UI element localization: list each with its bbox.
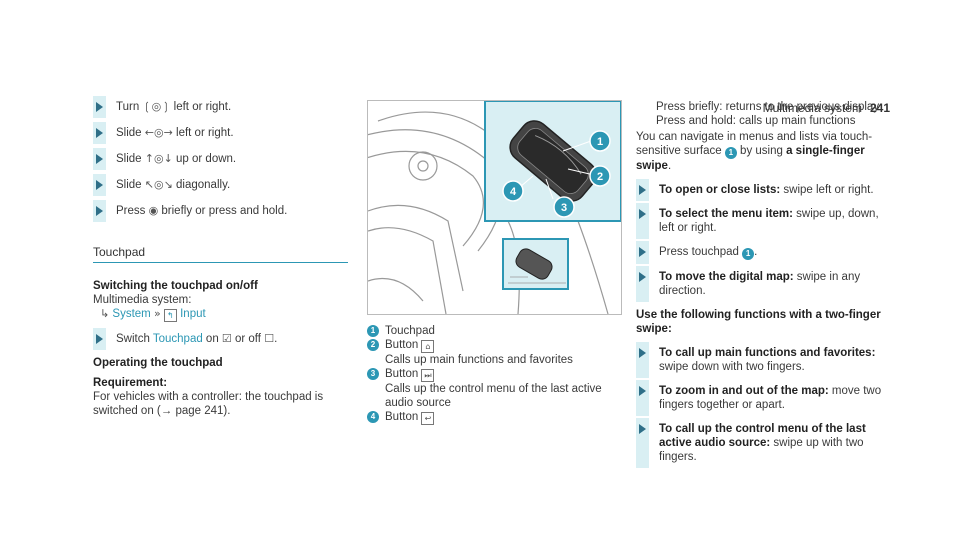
press-brief-text: Press briefly: returns to the previous d… <box>656 101 880 113</box>
press-hold-text: Press and hold: calls up main functions <box>656 115 856 127</box>
svg-text:4: 4 <box>510 186 517 198</box>
svg-text:2: 2 <box>597 171 603 183</box>
controller-turn-icon: ❲◎❳ <box>142 100 171 113</box>
step-arrow-icon <box>96 334 103 344</box>
step-slide-lr: Slide ←◎→ left or right. <box>93 122 348 144</box>
checkbox-on-icon: ☑ <box>221 332 232 345</box>
svg-text:1: 1 <box>597 136 603 148</box>
menu-path-label: Multimedia system: <box>93 294 192 306</box>
operating-title: Operating the touchpad <box>93 357 223 369</box>
touchpad-figure: 1 2 3 4 <box>367 100 622 315</box>
step-arrow-icon <box>96 102 103 112</box>
callout-3: 3 <box>553 196 575 218</box>
step-arrow-icon <box>639 247 646 257</box>
step-switch-touchpad: Switch Touchpad on ☑ or off ☐. <box>93 328 348 350</box>
callout-badge: 1 <box>724 147 737 159</box>
two-finger-steps: To call up main functions and favorites:… <box>636 342 896 468</box>
path-arrow-icon: ↳ <box>100 307 110 320</box>
back-icon: ↩ <box>421 412 435 425</box>
touchpad-link[interactable]: Touchpad <box>152 333 203 345</box>
controller-steps: Turn ❲◎❳ left or right. Slide ←◎→ left o… <box>93 96 348 222</box>
step-arrow-icon <box>639 348 646 358</box>
input-icon: ↰ <box>163 309 177 322</box>
callout-badge: 2 <box>367 339 379 351</box>
checkbox-off-icon: ☐ <box>264 332 275 345</box>
requirement-text: For vehicles with a controller: the touc… <box>93 391 324 417</box>
callout-badge: 4 <box>367 411 379 423</box>
controller-press-icon: ◉ <box>148 204 159 217</box>
section-rule <box>93 262 348 263</box>
step-select-menu-item: To select the menu item: swipe up, down,… <box>636 203 896 239</box>
step-arrow-icon <box>639 272 646 282</box>
callout-1: 1 <box>589 130 611 152</box>
step-arrow-icon <box>639 424 646 434</box>
section-title: Touchpad <box>93 245 146 259</box>
console-touchpad <box>515 248 553 280</box>
single-finger-steps: To open or close lists: swipe left or ri… <box>636 179 896 302</box>
step-arrow-icon <box>96 154 103 164</box>
home-icon: ⌂ <box>421 340 435 353</box>
step-slide-diag: Slide ↖◎↘ diagonally. <box>93 174 348 196</box>
touchpad-section-heading: Touchpad <box>93 245 348 263</box>
controller-slide-lr-icon: ←◎→ <box>144 126 173 139</box>
path-input[interactable]: Input <box>180 308 206 320</box>
page-number: 241 <box>869 101 890 115</box>
touchpad-illustration <box>509 120 597 202</box>
step-slide-ud: Slide ↑◎↓ up or down. <box>93 148 348 170</box>
left-column: Turn ❲◎❳ left or right. Slide ←◎→ left o… <box>93 96 348 418</box>
step-arrow-icon <box>639 185 646 195</box>
step-arrow-icon <box>639 386 646 396</box>
callout-4: 4 <box>502 180 524 202</box>
switching-title: Switching the touchpad on/off <box>93 280 258 292</box>
requirement-label: Requirement: <box>93 377 168 389</box>
path-system[interactable]: System <box>112 308 151 320</box>
figure-callouts: 1 2 3 4 <box>502 130 611 218</box>
header-section: Multimedia system <box>762 101 862 115</box>
figure-illustration: 1 2 3 4 <box>368 101 621 314</box>
step-arrow-icon <box>639 209 646 219</box>
step-open-close-lists: To open or close lists: swipe left or ri… <box>636 179 896 201</box>
path-separator-icon: » <box>153 307 161 320</box>
step-control-menu: To call up the control menu of the last … <box>636 418 896 468</box>
svg-text:3: 3 <box>561 202 567 214</box>
step-main-functions: To call up main functions and favorites:… <box>636 342 896 378</box>
controller-slide-diag-icon: ↖◎↘ <box>144 178 173 191</box>
page-header: Multimedia system 241 <box>763 101 890 115</box>
callout-2: 2 <box>589 165 611 187</box>
two-finger-title: Use the following functions with a two-f… <box>636 309 881 335</box>
step-arrow-icon <box>96 206 103 216</box>
step-press: Press ◉ briefly or press and hold. <box>93 200 348 222</box>
step-arrow-icon <box>96 128 103 138</box>
step-move-map: To move the digital map: swipe in any di… <box>636 266 896 302</box>
menu-path: ↳ System » ↰ Input <box>93 307 348 322</box>
switching-block: Switching the touchpad on/off Multimedia… <box>93 279 348 418</box>
navigation-paragraph: You can navigate in menus and lists via … <box>636 131 873 172</box>
step-zoom-map: To zoom in and out of the map: move two … <box>636 380 896 416</box>
controller-slide-ud-icon: ↑◎↓ <box>144 152 173 165</box>
callout-badge: 1 <box>367 325 379 337</box>
skip-forward-icon: ⏭ <box>421 369 435 382</box>
step-press-touchpad: Press touchpad 1. <box>636 241 896 264</box>
callout-badge: 1 <box>742 248 755 260</box>
right-column: Press briefly: returns to the previous d… <box>636 100 896 468</box>
step-arrow-icon <box>96 180 103 190</box>
callout-badge: 3 <box>367 368 379 380</box>
step-turn: Turn ❲◎❳ left or right. <box>93 96 348 118</box>
